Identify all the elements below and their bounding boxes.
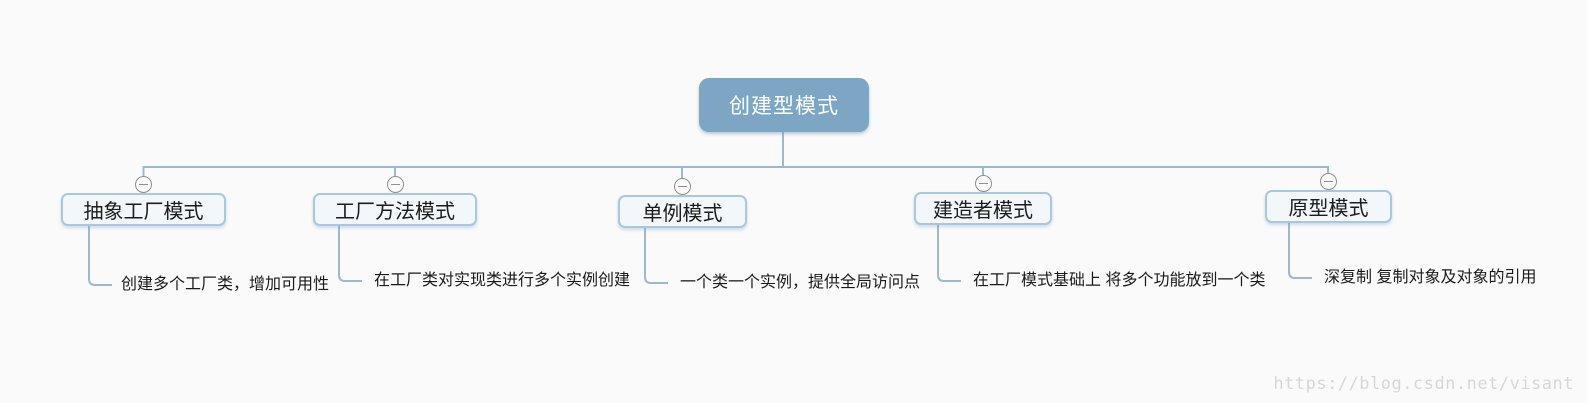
collapse-minus-icon[interactable]: [1319, 172, 1337, 190]
topic-factory-method[interactable]: 工厂方法模式: [313, 193, 477, 226]
topic-label: 工厂方法模式: [335, 201, 455, 223]
note-factory-method[interactable]: 在工厂类对实现类进行多个实例创建: [374, 272, 631, 289]
topic-singleton[interactable]: 单例模式: [618, 195, 747, 228]
minus-glyph: [139, 183, 148, 185]
topic-label: 原型模式: [1288, 198, 1369, 220]
note-builder[interactable]: 在工厂模式基础上 将多个功能放到一个类: [973, 272, 1266, 289]
collapse-minus-icon[interactable]: [974, 174, 992, 192]
topic-prototype[interactable]: 原型模式: [1265, 190, 1392, 223]
topic-label: 建造者模式: [933, 200, 1033, 222]
note-singleton[interactable]: 一个类一个实例，提供全局访问点: [680, 274, 921, 291]
topic-label: 抽象工厂模式: [83, 201, 204, 223]
minus-glyph: [1323, 180, 1333, 182]
root-topic-creational-patterns[interactable]: 创建型模式: [699, 78, 869, 132]
note-abstract-factory[interactable]: 创建多个工厂类，增加可用性: [121, 276, 330, 293]
collapse-minus-icon[interactable]: [386, 175, 404, 193]
note-prototype[interactable]: 深复制 复制对象及对象的引用: [1324, 269, 1537, 286]
topic-abstract-factory[interactable]: 抽象工厂模式: [61, 193, 226, 226]
collapse-minus-icon[interactable]: [135, 175, 152, 193]
minus-glyph: [677, 185, 687, 187]
topic-builder[interactable]: 建造者模式: [914, 192, 1052, 225]
topic-label: 单例模式: [642, 203, 723, 225]
root-topic-label: 创建型模式: [729, 95, 839, 118]
collapse-minus-icon[interactable]: [673, 177, 691, 195]
minus-glyph: [978, 182, 988, 184]
csdn-watermark: https://blog.csdn.net/visant: [1273, 374, 1574, 394]
minus-glyph: [390, 183, 400, 185]
